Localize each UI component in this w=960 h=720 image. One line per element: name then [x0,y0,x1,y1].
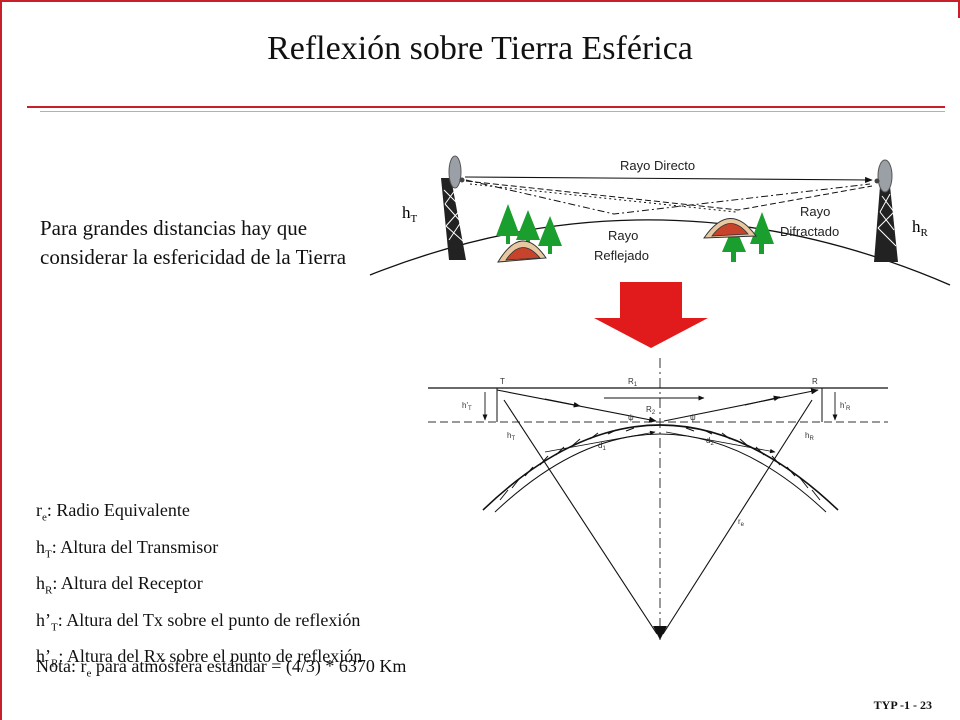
hR-label: hR [912,217,929,239]
receiver-tower [874,159,898,262]
legend-item: h’T: Altura del Tx sobre el punto de ref… [36,609,361,634]
reflected-ray-label-1: Rayo [608,228,638,243]
page-title: Reflexión sobre Tierra Esférica [267,30,693,67]
geometry-diagram [428,358,888,640]
geom-R2: R2 [646,405,656,416]
note: Nota: re para atmósfera estándar = (4/3)… [36,656,407,680]
geom-R: R [812,377,818,386]
title-rule [27,106,945,108]
legend-item: re: Radio Equivalente [36,500,190,524]
reflected-ray [465,179,871,215]
title-rule-shadow [40,111,945,112]
intro-text: Para grandes distancias hay que consider… [40,216,347,269]
slide-corner [942,0,960,18]
geom-hT: hT [507,431,515,442]
legend: re: Radio Equivalente hT: Altura del Tra… [36,496,362,679]
down-arrow-icon [594,282,708,348]
hT-label: hT [402,203,418,225]
geom-d2: d2 [706,436,714,447]
geom-hR: hR [805,431,814,442]
tent-left [497,240,547,263]
diffracted-ray [465,180,873,213]
geom-R1: R1 [628,377,638,388]
diffracted-ray-label-1: Rayo [800,204,830,219]
geom-T: T [500,377,505,386]
geom-hpT: h'T [462,401,472,412]
geom-re: re [738,517,745,528]
geom-psi-right: ψ [690,413,696,422]
direct-ray [464,176,873,184]
legend-item: h’R: Altura del Rx sobre el punto de ref… [36,646,363,670]
direct-ray-label: Rayo Directo [620,158,695,173]
geom-hpR: h'R [840,401,851,412]
geom-psi-left: ψ [628,413,634,422]
slide-number: TYP -1 - 23 [873,698,932,712]
diffracted-ray-label-2: Difractado [780,224,839,239]
legend-item: hT: Altura del Transmisor [36,536,219,561]
geom-d1: d1 [598,441,606,452]
transmitter-tower [441,155,466,260]
legend-item: hR: Altura del Receptor [36,573,203,597]
tent-right [703,218,757,239]
reflected-ray-label-2: Reflejado [594,248,649,263]
